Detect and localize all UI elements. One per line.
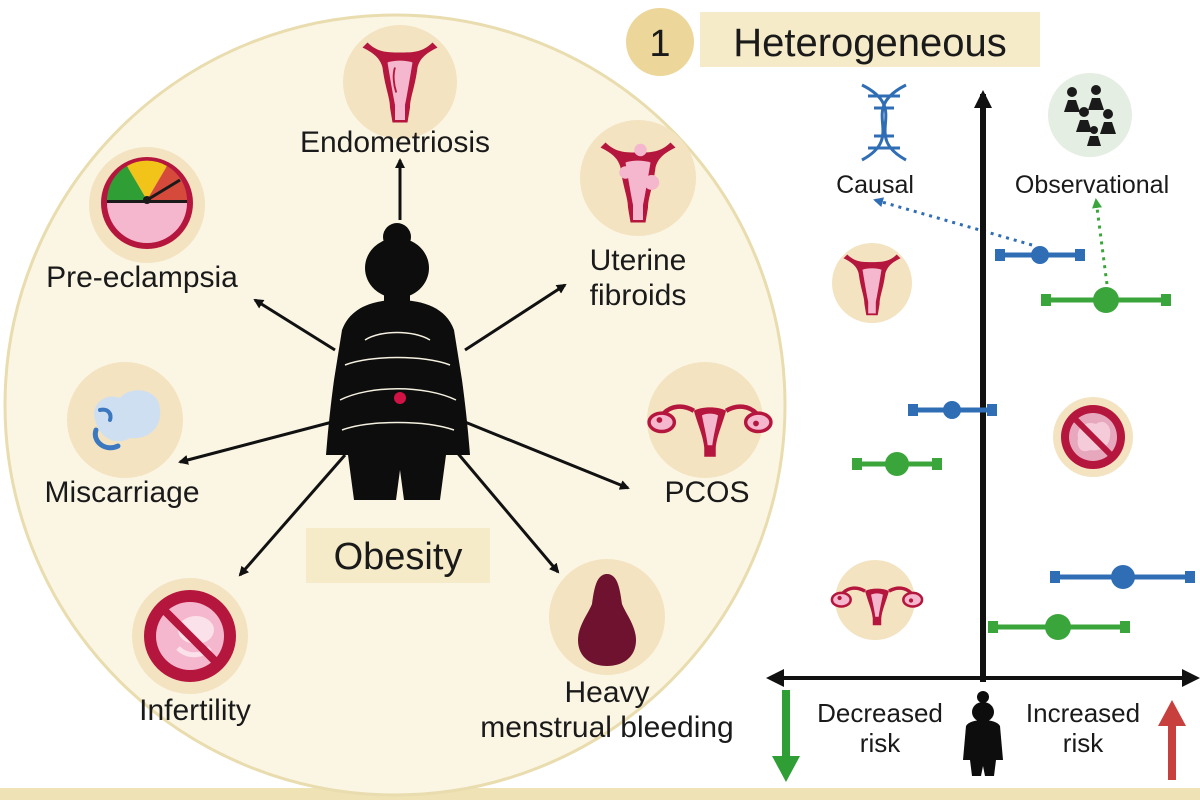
bottom-strip (0, 788, 1200, 800)
center-label-bg (306, 528, 490, 583)
arrow-to-heavy-bleeding (453, 449, 560, 574)
association-arrows (178, 158, 630, 577)
person-icon (963, 691, 1003, 776)
center-label: Obesity (334, 536, 463, 578)
ci-lower-cap (995, 249, 1005, 261)
causal-estimate-3 (908, 401, 997, 419)
panel-number: 1 (649, 23, 670, 65)
uterus-icon (362, 42, 438, 123)
blood-pressure-gauge-icon (101, 157, 193, 249)
causal-estimate-1 (995, 246, 1085, 264)
point-estimate-dot (943, 401, 961, 419)
arrow-to-infertility (238, 454, 347, 577)
miscarriage-label: Miscarriage (44, 476, 199, 509)
panel-title-bg (700, 12, 1040, 67)
panel-number-badge (626, 8, 694, 76)
causal-dotted-arrow (873, 197, 1033, 247)
decreased-risk-line2: risk (860, 728, 901, 758)
decreased-arrow-icon (772, 690, 800, 782)
fetus-icon (92, 390, 161, 451)
ci-upper-cap (1075, 249, 1085, 261)
panel-title: Heterogeneous (733, 21, 1007, 65)
endometriosis-item: Endometriosis (300, 25, 490, 159)
dna-icon (861, 83, 907, 162)
obesity-silhouette-icon (326, 223, 470, 500)
arrow-to-miscarriage (178, 418, 341, 465)
ci-lower-cap (1041, 294, 1051, 306)
increased-risk-line1: Increased (1026, 698, 1140, 728)
pcos-item: PCOS (647, 362, 771, 509)
ci-upper-cap (1161, 294, 1171, 306)
endometriosis-row-icon (832, 243, 912, 323)
heavy-bleeding-label-line2: menstrual bleeding (480, 711, 734, 744)
miscarriage-row-icon (1053, 397, 1133, 477)
uterine-fibroids-item: Uterine fibroids (580, 120, 696, 312)
ci-lower-cap (852, 458, 862, 470)
ci-upper-cap (1120, 621, 1130, 633)
pcos-row-icon (830, 560, 924, 640)
endometriosis-label: Endometriosis (300, 126, 490, 159)
observational-estimate-2 (1041, 287, 1171, 313)
arrow-to-pcos (459, 418, 630, 490)
point-estimate-dot (1111, 565, 1135, 589)
decreased-risk-line1: Decreased (817, 698, 943, 728)
ci-upper-cap (987, 404, 997, 416)
ci-lower-cap (988, 621, 998, 633)
ci-upper-cap (932, 458, 942, 470)
increased-risk-line2: risk (1063, 728, 1104, 758)
heavy-bleeding-item: Heavy menstrual bleeding (480, 559, 734, 744)
observational-dotted-arrow (1092, 198, 1110, 293)
fibroid-uterus-icon (600, 142, 676, 223)
infertility-item: Infertility (132, 578, 251, 727)
arrow-to-pre-eclampsia (253, 298, 336, 352)
no-pregnancy-icon (144, 590, 236, 682)
uterine-fibroids-label-line2: fibroids (590, 279, 687, 312)
uterine-fibroids-label-line1: Uterine (590, 244, 687, 277)
blood-drop-icon (578, 574, 636, 666)
ci-lower-cap (1050, 571, 1060, 583)
forest-plot-marks (852, 246, 1195, 640)
causal-label: Causal (836, 171, 914, 199)
point-estimate-dot (1093, 287, 1119, 313)
point-estimate-dot (1031, 246, 1049, 264)
observational-label: Observational (1015, 171, 1169, 199)
point-estimate-dot (885, 452, 909, 476)
observational-estimate-4 (852, 452, 942, 476)
miscarriage-item: Miscarriage (44, 362, 200, 509)
population-icon (1048, 73, 1132, 157)
point-estimate-dot (1045, 614, 1071, 640)
pre-eclampsia-label: Pre-eclampsia (46, 261, 238, 294)
causal-estimate-5 (1050, 565, 1195, 589)
pcos-label: PCOS (664, 476, 749, 509)
infertility-label: Infertility (139, 694, 251, 727)
observational-estimate-6 (988, 614, 1130, 640)
arrow-to-uterine-fibroids (464, 283, 567, 352)
ci-upper-cap (1185, 571, 1195, 583)
navel-dot (394, 392, 406, 404)
ci-lower-cap (908, 404, 918, 416)
increased-arrow-icon (1158, 700, 1186, 780)
heterogeneous-panel: 1 Heterogeneous Causal (626, 8, 1200, 782)
pre-eclampsia-item: Pre-eclampsia (46, 147, 238, 294)
heavy-bleeding-label-line1: Heavy (564, 676, 649, 709)
